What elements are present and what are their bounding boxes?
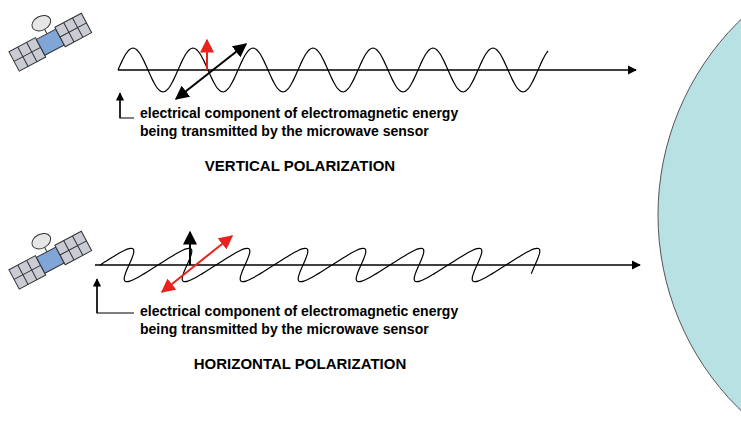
- leader-note: electrical component of electromagnetic …: [140, 302, 492, 338]
- leader-note: electrical component of electromagnetic …: [140, 104, 492, 140]
- electric-field-vector: [162, 236, 232, 292]
- electric-field-vector: [206, 40, 208, 70]
- propagation-axis: [95, 264, 640, 265]
- leader-line: [120, 96, 134, 118]
- vertical-wave: [118, 48, 548, 92]
- panel-grid: [55, 13, 92, 47]
- satellite-icon: [1, 216, 92, 289]
- leader-arrow: [119, 93, 120, 118]
- horizontal-wave: [100, 248, 540, 281]
- antenna-mast: [45, 247, 47, 251]
- leader-arrow: [96, 279, 97, 313]
- magnetic-field-vector: [176, 44, 246, 99]
- antenna-dish: [29, 12, 53, 34]
- magnetic-field-vector: [189, 232, 191, 265]
- panel-grid: [55, 231, 92, 265]
- antenna-mast: [45, 29, 47, 33]
- satellite-icon: [1, 0, 92, 71]
- leader-line: [97, 284, 134, 313]
- antenna-dish: [29, 230, 53, 252]
- solar-panel: [55, 231, 92, 265]
- polarization-title: VERTICAL POLARIZATION: [150, 157, 450, 175]
- solar-panel: [55, 13, 92, 47]
- polarization-title: HORIZONTAL POLARIZATION: [150, 355, 450, 373]
- propagation-axis: [118, 69, 636, 70]
- earth-disc: [658, 0, 741, 427]
